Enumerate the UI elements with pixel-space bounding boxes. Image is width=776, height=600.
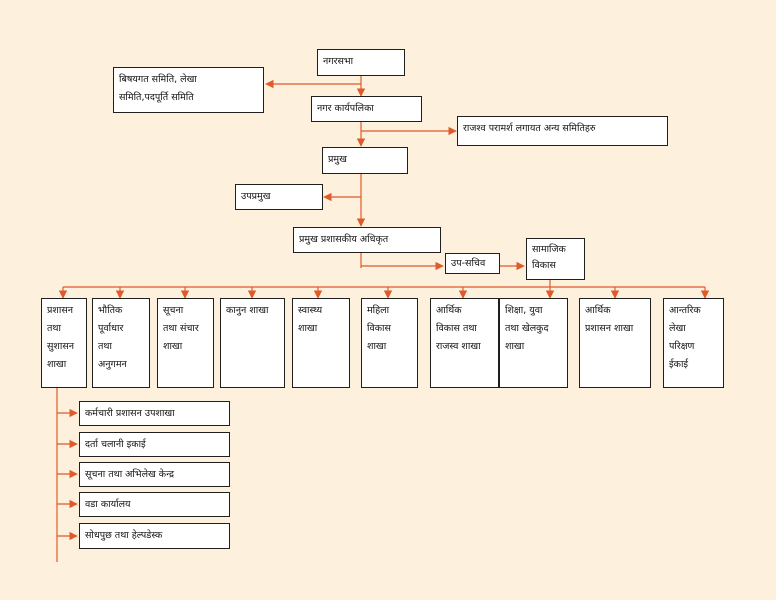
branch-label-line: भौतिक — [98, 305, 123, 316]
branch-prashasan-sushasan: प्रशासन तथा सुशासन शाखा — [41, 298, 87, 388]
label-pramukh: प्रमुख — [328, 154, 347, 165]
branch-label-line: ईकाई — [669, 359, 689, 370]
box-bishayagat-samiti: बिषयगत समिति, लेखा समिति,पदपूर्ति समिति — [113, 67, 264, 113]
branch-label-line: शाखा — [505, 341, 525, 352]
label-samajik-bikas-line-2: विकास — [532, 260, 556, 271]
branch-label-line: तथा — [98, 341, 112, 352]
branch-mahila-bikas: महिला विकास शाखा — [361, 298, 418, 388]
branch-label-line: प्रशासन — [47, 305, 74, 316]
branch-label-line: विकास — [367, 323, 391, 334]
branch-label-line: आर्थिक — [436, 305, 462, 316]
branch-label-line: सुशासन — [47, 341, 75, 352]
subunit-label: दर्ता चलानी इकाई — [85, 439, 146, 450]
label-rajashwa-paramarsha: राजश्व परामर्श लगायत अन्य समितिहरु — [463, 123, 596, 134]
branch-label-line: तथा संचार — [163, 323, 199, 334]
subunit-darta-chalani: दर्ता चलानी इकाई — [79, 432, 230, 457]
label-pramukh-prashasakiya-adhikrit: प्रमुख प्रशासकीय अधिकृत — [299, 234, 389, 245]
branch-label-line: आन्तरिक — [669, 305, 701, 316]
subunit-wada-karyalaya: वडा कार्यालय — [79, 492, 230, 517]
branch-arthik-prashasan: आर्थिक प्रशासन शाखा — [579, 298, 651, 388]
branch-label-line: सूचना — [163, 305, 184, 316]
branch-label-line: शाखा — [163, 341, 183, 352]
label-nagarsabha: नगरसभा — [323, 56, 354, 67]
label-nagar-karyapalika: नगर कार्यपलिका — [317, 103, 374, 114]
branch-label-line: शाखा — [367, 341, 387, 352]
branch-label-line: शाखा — [47, 359, 67, 370]
branch-swasthya: स्वास्थ्य शाखा — [292, 298, 350, 388]
branch-label-line: शाखा — [298, 323, 318, 334]
branch-label-line: तथा — [47, 323, 61, 334]
subunit-sodhpuchh-helpdesk: सोधपुछ तथा हेल्पडेस्क — [79, 523, 230, 549]
subunit-label: सूचना तथा अभिलेख केन्द्र — [85, 469, 175, 480]
subunit-label: वडा कार्यालय — [85, 499, 131, 510]
label-upapramukh: उपप्रमुख — [241, 191, 271, 202]
branch-label-line: कानुन शाखा — [226, 305, 269, 316]
subunit-label: कर्मचारी प्रशासन उपशाखा — [85, 408, 175, 419]
box-rajashwa-paramarsha: राजश्व परामर्श लगायत अन्य समितिहरु — [457, 116, 668, 146]
box-nagarsabha: नगरसभा — [317, 49, 405, 76]
box-upapramukh: उपप्रमुख — [235, 184, 323, 210]
subunit-karmachari-prashasan: कर्मचारी प्रशासन उपशाखा — [79, 401, 230, 426]
branch-label-line: प्रशासन शाखा — [585, 323, 634, 334]
branch-label-line: शिक्षा, युवा — [505, 305, 543, 316]
branch-label-line: स्वास्थ्य — [298, 305, 323, 316]
box-samajik-bikas: सामाजिक विकास — [526, 238, 585, 280]
label-samajik-bikas-line-1: सामाजिक — [532, 244, 566, 255]
branch-shiksha-yuwa-khelkud: शिक्षा, युवा तथा खेलकुद शाखा — [499, 298, 568, 388]
branch-label-line: राजस्व शाखा — [436, 341, 481, 352]
branch-label-line: आर्थिक — [585, 305, 611, 316]
branch-label-line: महिला — [367, 305, 390, 316]
branch-arthik-bikas-rajashwa: आर्थिक विकास तथा राजस्व शाखा — [430, 298, 499, 388]
branch-label-line: तथा खेलकुद — [505, 323, 549, 334]
branch-kanun: कानुन शाखा — [220, 298, 285, 388]
branch-label-line: विकास तथा — [436, 323, 477, 334]
box-pramukh: प्रमुख — [322, 147, 408, 174]
branch-label-line: लेखा — [669, 323, 686, 334]
branch-antarik-lekha-parikshan: आन्तरिक लेखा परिक्षण ईकाई — [663, 298, 724, 388]
branch-label-line: पूर्वाधार — [98, 323, 124, 334]
label-upa-sachib: उप-सचिव — [451, 258, 486, 269]
box-pramukh-prashasakiya-adhikrit: प्रमुख प्रशासकीय अधिकृत — [293, 227, 441, 253]
label-bishayagat-samiti-line-1: बिषयगत समिति, लेखा — [119, 74, 197, 85]
subunit-label: सोधपुछ तथा हेल्पडेस्क — [85, 530, 163, 541]
box-upa-sachib: उप-सचिव — [445, 253, 500, 274]
branch-bhautik-purwadhar: भौतिक पूर्वाधार तथा अनुगमन — [92, 298, 150, 388]
branch-suchana-sanchar: सूचना तथा संचार शाखा — [157, 298, 214, 388]
label-bishayagat-samiti-line-2: समिति,पदपूर्ति समिति — [119, 92, 194, 103]
branch-label-line: अनुगमन — [98, 359, 127, 370]
subunit-suchana-abhilekh: सूचना तथा अभिलेख केन्द्र — [79, 462, 230, 487]
box-nagar-karyapalika: नगर कार्यपलिका — [311, 96, 422, 122]
branch-label-line: परिक्षण — [669, 341, 695, 352]
